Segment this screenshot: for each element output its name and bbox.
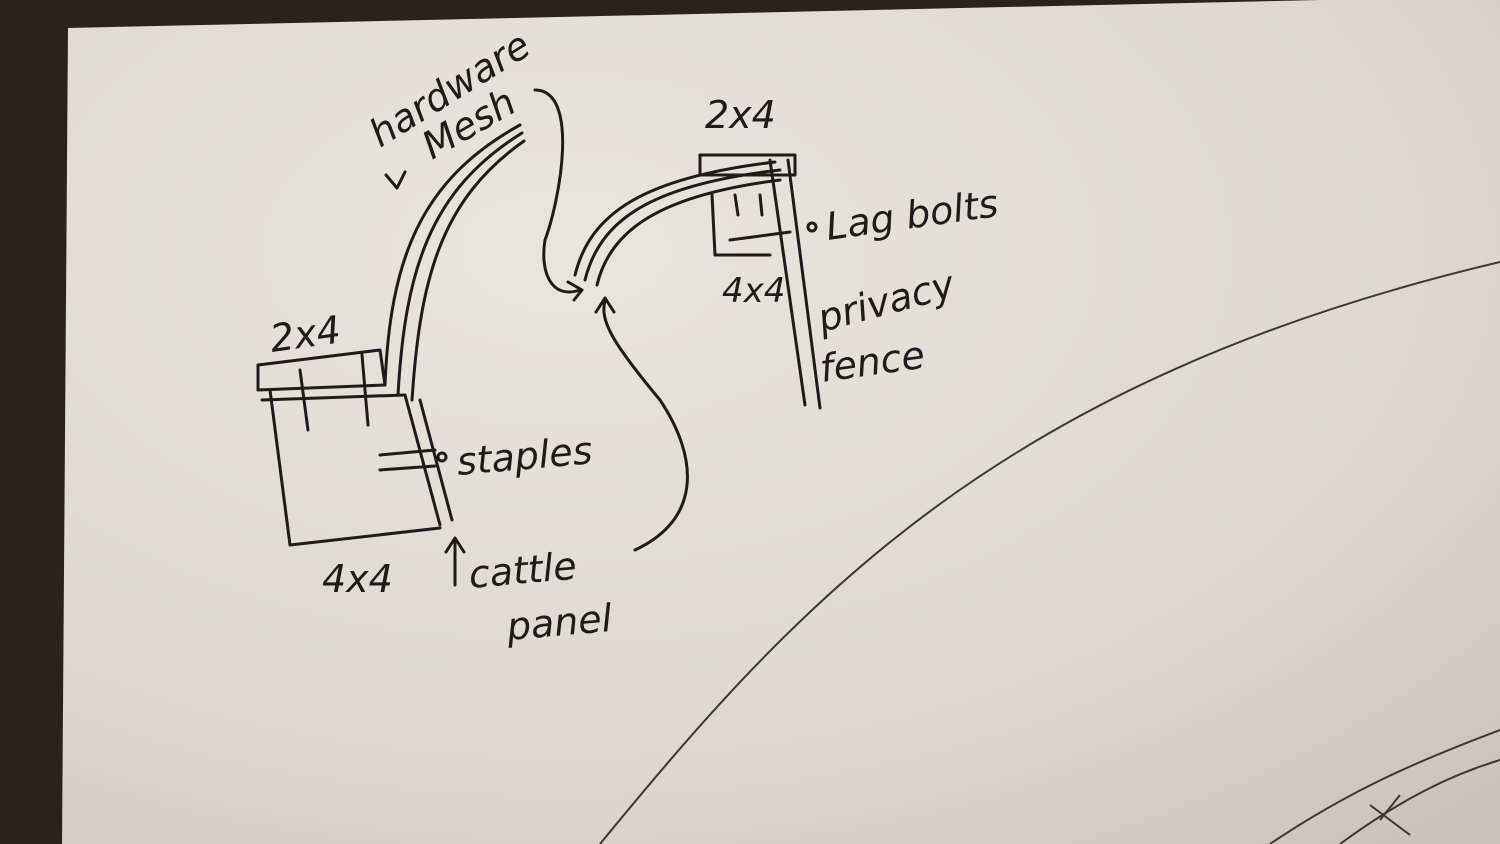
cattle-panel-arrow — [594, 296, 689, 552]
large-arc-line — [599, 261, 1500, 844]
label-panel: panel — [504, 596, 614, 649]
label-cattle: cattle — [467, 544, 578, 597]
label-4x4-right: 4x4 — [722, 271, 785, 311]
label-2x4-top-right: 2x4 — [705, 93, 776, 137]
paper-sheet — [62, 0, 1500, 844]
crosshatch-mark — [1369, 794, 1411, 836]
inner-arc-line-2 — [1339, 759, 1500, 844]
label-4x4-left: 4x4 — [322, 557, 393, 601]
left-post-assembly — [256, 123, 526, 547]
left-cattle-arrow — [444, 536, 466, 587]
label-2x4-left: 2x4 — [267, 307, 343, 360]
right-post-assembly — [573, 153, 822, 410]
inner-arc-line — [1269, 729, 1500, 844]
mesh-arrow — [533, 88, 584, 302]
